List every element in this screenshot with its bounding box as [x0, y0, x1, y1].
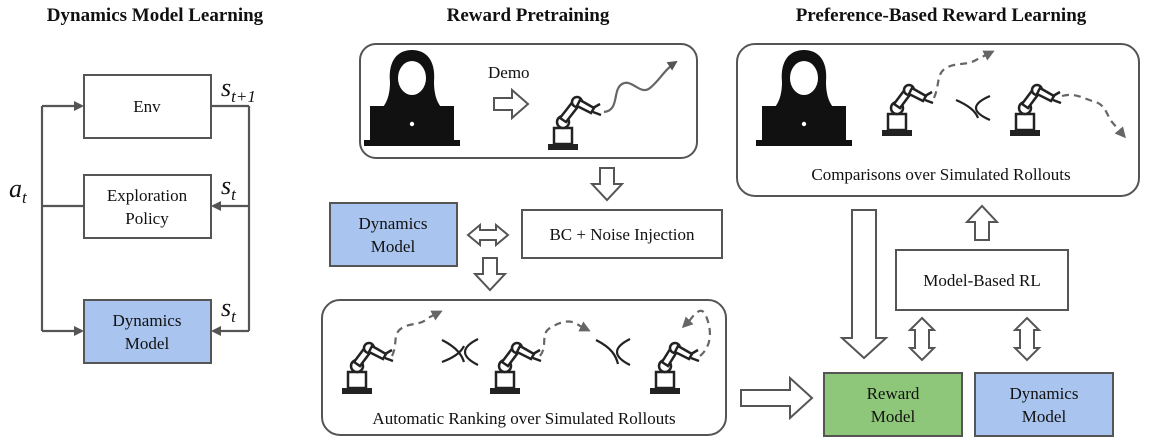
left-dynamics-model-box: [83, 299, 212, 364]
robot-rollout-2-icon: [490, 341, 542, 394]
comparisons-box: [736, 43, 1140, 197]
right-dynamics-label-line2: Model: [1022, 407, 1067, 426]
section-title-dynamics-learning: Dynamics Model Learning: [47, 5, 264, 26]
ranking-succ-1-curve: [463, 338, 479, 366]
rollout-3-trajectory: [681, 309, 712, 357]
demo-hollow-arrow: [493, 87, 530, 121]
person-laptop-icon-right: [756, 50, 852, 146]
auto-ranking-box: [321, 299, 727, 436]
dynamics-to-ranking-arrow: [472, 257, 508, 292]
middle-dynamics-model-box: [329, 202, 458, 267]
left-panel: Env Exploration Policy Dynamics Model st…: [9, 73, 256, 364]
ranking-succ-2-icon: [595, 339, 620, 365]
ranking-succ-2-curve: [615, 338, 631, 366]
reward-model-label-line2: Model: [871, 407, 916, 426]
section-title-preference-learning: Preference-Based Reward Learning: [796, 5, 1087, 26]
auto-ranking-label: Automatic Ranking over Simulated Rollout…: [372, 409, 675, 428]
env-label: Env: [133, 97, 161, 116]
env-box: [83, 74, 212, 139]
exploration-label-line1: Exploration: [107, 186, 188, 205]
section-title-reward-pretraining: Reward Pretraining: [447, 5, 610, 26]
compare-succ-curve: [974, 94, 991, 122]
rollout-2-trajectory: [539, 320, 591, 357]
right-panel: Comparisons over Simulated Rollouts Mode…: [736, 43, 1140, 437]
ranking-to-reward-arrow: [740, 375, 814, 421]
compare-succ-icon: [955, 98, 980, 119]
robot-compare-a-icon: [882, 83, 934, 136]
demo-label: Demo: [488, 63, 530, 82]
reward-model-label-line1: Reward: [867, 384, 920, 403]
exploration-policy-box: [83, 174, 212, 239]
right-dynamics-model-box: [974, 372, 1114, 437]
mbrl-box: [895, 249, 1069, 311]
reward-model-box: [823, 372, 963, 437]
right-dynamics-label-line1: Dynamics: [1010, 384, 1079, 403]
rollout-1-trajectory: [390, 310, 443, 357]
mbrl-dynamics-double-arrow: [1012, 316, 1042, 362]
left-dynamics-label-line2: Model: [125, 334, 170, 353]
demo-trajectory: [603, 60, 678, 114]
s-t-label-2: st: [221, 293, 237, 326]
compare-a-trajectory: [932, 50, 995, 99]
mbrl-to-comparisons-arrow: [964, 204, 1000, 241]
robot-compare-b-icon: [1010, 83, 1062, 136]
dynamics-bc-double-arrow: [466, 222, 510, 248]
middle-panel: Demo Dynamics Model BC + Noise Injection: [321, 43, 727, 436]
robot-rollout-1-icon: [342, 341, 394, 394]
compare-b-trajectory: [1061, 93, 1126, 139]
s-next-label: st+1: [221, 73, 256, 106]
exploration-label-line2: Policy: [125, 209, 169, 228]
a-t-label: at: [9, 174, 28, 207]
mbrl-label: Model-Based RL: [923, 271, 1041, 290]
robot-arm-icon: [548, 95, 602, 150]
left-dynamics-label-line1: Dynamics: [113, 311, 182, 330]
middle-dynamics-label-line1: Dynamics: [359, 214, 428, 233]
comparisons-to-reward-arrow: [839, 209, 889, 360]
bc-noise-box: [521, 209, 723, 259]
ranking-succ-1-icon: [441, 339, 466, 364]
mbrl-reward-double-arrow: [907, 316, 937, 362]
bc-noise-label: BC + Noise Injection: [549, 225, 695, 244]
person-laptop-icon: [364, 50, 460, 146]
middle-dynamics-label-line2: Model: [371, 237, 416, 256]
comparisons-label: Comparisons over Simulated Rollouts: [811, 165, 1070, 184]
s-t-label-1: st: [221, 171, 237, 204]
robot-rollout-3-icon: [650, 341, 700, 394]
demo-to-bc-arrow: [589, 167, 625, 202]
